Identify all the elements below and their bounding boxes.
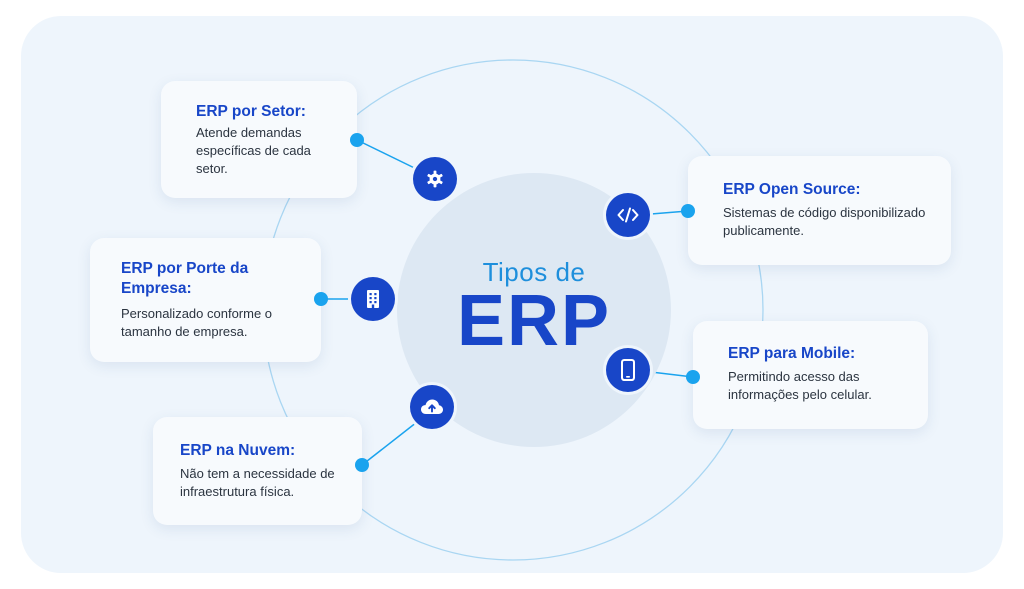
smartphone-icon	[621, 359, 635, 381]
card-description: Não tem a necessidade de infraestrutura …	[180, 466, 335, 499]
node-porte	[351, 277, 395, 321]
card-title: ERP para Mobile:	[728, 345, 856, 362]
card-erp-por-porte: ERP por Porte da Empresa: Personalizado …	[90, 238, 321, 362]
card-description: Personalizado conforme o tamanho de empr…	[121, 306, 273, 339]
card-erp-para-mobile: ERP para Mobile: Permitindo acesso das i…	[693, 321, 928, 429]
center-title: ERP	[456, 281, 612, 361]
card-erp-na-nuvem: ERP na Nuvem: Não tem a necessidade de i…	[153, 417, 362, 525]
node-mobile	[606, 348, 650, 392]
card-description: Permitindo acesso das informações pelo c…	[728, 369, 872, 402]
center-subtitle: Tipos de	[482, 257, 586, 287]
cloud-upload-icon	[420, 398, 444, 416]
connector-dot-nuvem	[355, 458, 369, 472]
connector-dot-opensource	[681, 204, 695, 218]
node-setor	[413, 157, 457, 201]
card-description: Sistemas de código disponibilizado publi…	[723, 205, 926, 238]
node-opensource	[606, 193, 650, 237]
connector-dot-porte	[314, 292, 328, 306]
connector-dot-setor	[350, 133, 364, 147]
node-nuvem	[410, 385, 454, 429]
card-title: ERP por Setor:	[196, 103, 306, 120]
card-description: Atende demandas específicas de cada seto…	[196, 125, 311, 176]
gear-icon	[425, 169, 445, 189]
card-erp-open-source: ERP Open Source: Sistemas de código disp…	[688, 156, 951, 265]
diagram-panel: Tipos de ERP ERP por Setor: Atende deman…	[21, 16, 1003, 573]
card-title: ERP Open Source:	[723, 181, 861, 198]
card-title: ERP por Porte da Empresa:	[121, 260, 249, 297]
connector-nuvem	[361, 421, 418, 466]
building-icon	[364, 289, 382, 309]
connector-dot-mobile	[686, 370, 700, 384]
card-title: ERP na Nuvem:	[180, 442, 296, 459]
card-erp-por-setor: ERP por Setor: Atende demandas específic…	[161, 81, 357, 198]
code-icon	[617, 207, 639, 223]
